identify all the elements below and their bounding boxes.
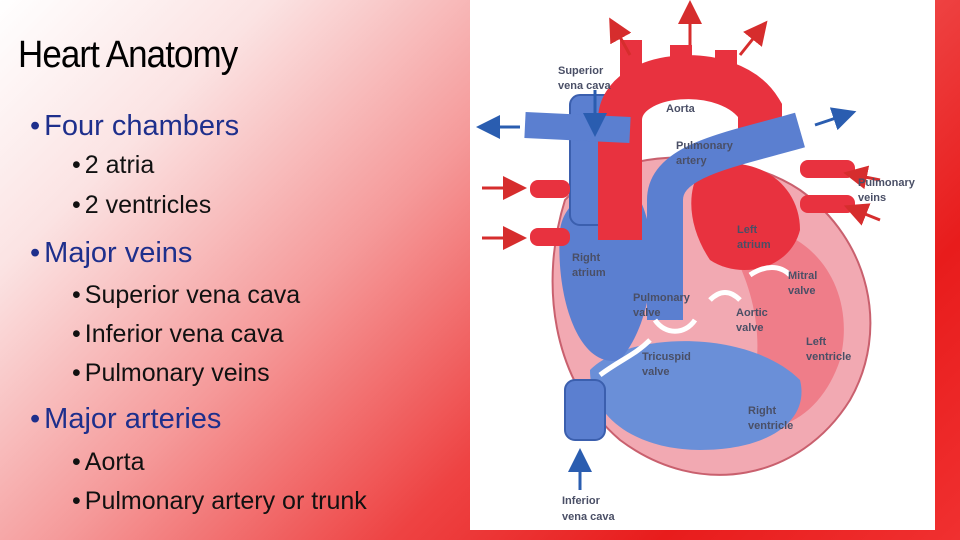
bullet-marker: • xyxy=(72,359,81,387)
bullet-pulmonary-artery: •Pulmonary artery or trunk xyxy=(72,487,367,516)
arrow-pv-right-1 xyxy=(843,165,881,190)
label-pulmonary-artery-2: artery xyxy=(676,155,707,167)
pulmonary-vein-right-1 xyxy=(800,160,855,178)
bullet-four-chambers: •Four chambers xyxy=(30,110,239,143)
arrow-pulmonary-right xyxy=(814,107,857,131)
left-ventricle xyxy=(720,226,844,428)
mitral-valve-curve xyxy=(748,265,792,278)
bullet-aorta: •Aorta xyxy=(72,448,145,477)
bullet-2-atria: •2 atria xyxy=(72,151,154,180)
bullet-marker: • xyxy=(72,448,81,476)
bullet-marker: • xyxy=(72,320,81,348)
label-left-atrium-1: Left xyxy=(737,224,758,236)
label-aortic-valve-2: valve xyxy=(736,322,764,334)
label-aorta: Aorta xyxy=(666,103,696,115)
label-left-ventricle-1: Left xyxy=(806,336,827,348)
arrow-pv-right-2 xyxy=(843,203,881,226)
bullet-major-arteries: •Major arteries xyxy=(30,403,221,436)
label-mitral-valve-2: valve xyxy=(788,285,816,297)
label-right-atrium-2: atrium xyxy=(572,267,606,279)
aorta-branch-2 xyxy=(670,45,692,90)
label-inferior-vena-cava-2: vena cava xyxy=(562,511,615,523)
label-pulmonary-valve-1: Pulmonary xyxy=(633,292,691,304)
right-ventricle xyxy=(590,341,802,450)
aorta-branch-1 xyxy=(620,40,642,90)
aorta-branch-3 xyxy=(715,50,737,95)
bullet-text: Four chambers xyxy=(44,110,240,142)
bullet-text: Superior vena cava xyxy=(84,281,301,309)
bullet-text: 2 atria xyxy=(84,151,155,179)
label-aortic-valve-1: Aortic xyxy=(736,307,768,319)
label-pulmonary-valve-2: valve xyxy=(633,307,661,319)
heart-diagram-svg: Superior vena cava Aorta Pulmonary arter… xyxy=(476,0,916,523)
tricuspid-valve xyxy=(598,338,652,378)
bullet-pulmonary-veins: •Pulmonary veins xyxy=(72,359,270,388)
label-superior-vena-cava-1: Superior xyxy=(558,65,604,77)
arrow-up-aorta-3 xyxy=(738,20,768,56)
label-inferior-vena-cava-1: Inferior xyxy=(562,495,601,507)
pulmonary-artery-left xyxy=(524,112,631,143)
bullet-text: 2 ventricles xyxy=(84,191,212,219)
label-pulmonary-veins-1: Pulmonary xyxy=(858,177,916,189)
bullet-marker: • xyxy=(30,403,41,435)
bullet-text: Major arteries xyxy=(44,403,222,435)
label-mitral-valve-1: Mitral xyxy=(788,270,817,282)
label-left-ventricle-2: ventricle xyxy=(806,351,851,363)
bullet-text: Pulmonary artery or trunk xyxy=(84,487,367,515)
label-right-ventricle-1: Right xyxy=(748,405,776,417)
bullet-marker: • xyxy=(72,281,81,309)
bullet-superior-vena-cava: •Superior vena cava xyxy=(72,281,300,310)
left-atrium xyxy=(691,163,800,270)
bullet-marker: • xyxy=(30,237,41,269)
bullet-major-veins: •Major veins xyxy=(30,237,192,270)
heart-diagram: Superior vena cava Aorta Pulmonary arter… xyxy=(470,0,935,530)
bullet-text: Pulmonary veins xyxy=(84,359,270,387)
bullet-marker: • xyxy=(72,487,81,515)
bullet-2-ventricles: •2 ventricles xyxy=(72,191,211,220)
label-pulmonary-artery-1: Pulmonary xyxy=(676,140,734,152)
label-right-ventricle-2: ventricle xyxy=(748,420,793,432)
label-tricuspid-valve-1: Tricuspid xyxy=(642,351,691,363)
bullet-text: Major veins xyxy=(44,237,193,269)
pulmonary-vein-left-1 xyxy=(530,180,570,198)
bullet-marker: • xyxy=(72,191,81,219)
slide-title: Heart Anatomy xyxy=(18,34,238,76)
label-right-atrium-1: Right xyxy=(572,252,600,264)
pulmonary-artery xyxy=(647,112,805,320)
inferior-vena-cava xyxy=(564,379,606,441)
bullet-text: Aorta xyxy=(84,448,145,476)
bullet-inferior-vena-cava: •Inferior vena cava xyxy=(72,320,283,349)
label-left-atrium-2: atrium xyxy=(737,239,771,251)
aortic-valve-curve xyxy=(708,290,742,302)
bullet-marker: • xyxy=(30,110,41,142)
label-tricuspid-valve-2: valve xyxy=(642,366,670,378)
pulmonary-vein-left-2 xyxy=(530,228,570,246)
pulmonary-vein-right-2 xyxy=(800,195,855,213)
label-superior-vena-cava-2: vena cava xyxy=(558,80,611,92)
pulmonary-valve-curve xyxy=(652,318,698,334)
bullet-marker: • xyxy=(72,151,81,179)
bullet-text: Inferior vena cava xyxy=(84,320,284,348)
label-pulmonary-veins-2: veins xyxy=(858,192,886,204)
arrow-up-aorta-2 xyxy=(609,17,632,56)
